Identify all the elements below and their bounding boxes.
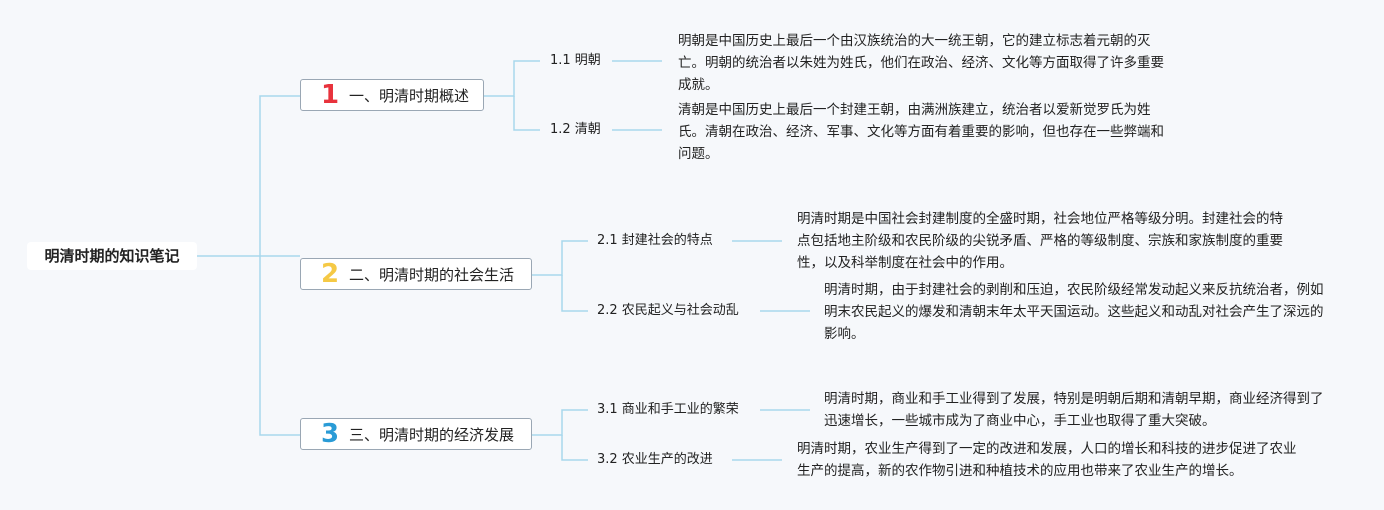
topic-2-1-desc: 明清时期是中国社会封建制度的全盛时期，社会地位严格等级分明。封建社会的特点包括地… [797, 211, 1283, 271]
branch-3-node[interactable]: 3 三、明清时期的经济发展 [300, 418, 532, 450]
topic-1-2-desc: 清朝是中国历史上最后一个封建王朝，由满洲族建立，统治者以爱新觉罗氏为姓氏。清朝在… [678, 102, 1164, 162]
link-b1-c2 [513, 96, 540, 131]
topic-1-1-desc: 明朝是中国历史上最后一个由汉族统治的大一统王朝，它的建立标志着元朝的灭亡。明朝的… [678, 33, 1164, 93]
topic-2-1[interactable]: 2.1 封建社会的特点 [597, 233, 713, 248]
link-b3-c1 [532, 409, 588, 436]
topic-1-1[interactable]: 1.1 明朝 [550, 53, 601, 68]
topic-3-1[interactable]: 3.1 商业和手工业的繁荣 [597, 402, 739, 417]
topic-3-2-desc: 明清时期，农业生产得到了一定的改进和发展，人口的增长和科技的进步促进了农业生产的… [797, 441, 1297, 479]
topic-3-1-desc: 明清时期，商业和手工业得到了发展，特别是明朝后期和清朝早期，商业经济得到了迅速增… [824, 391, 1324, 429]
topic-1-2[interactable]: 1.2 清朝 [550, 122, 601, 137]
link-b1-c1 [484, 60, 540, 97]
branch-3-label: 三、明清时期的经济发展 [349, 425, 515, 444]
root-topic[interactable]: 明清时期的知识笔记 [27, 242, 197, 270]
topic-2-2-desc: 明清时期，由于封建社会的剥削和压迫，农民阶级经常发动起义来反抗统治者，例如明末农… [824, 282, 1324, 342]
topic-3-2[interactable]: 3.2 农业生产的改进 [597, 452, 713, 467]
branch-1-label: 一、明清时期概述 [349, 86, 470, 105]
branch-2-node[interactable]: 2 二、明清时期的社会生活 [300, 258, 532, 290]
branch-1-node[interactable]: 1 一、明清时期概述 [300, 79, 484, 111]
link-root-branch-1 [197, 95, 300, 257]
link-root-branch-3 [259, 256, 300, 436]
link-b2-c2 [561, 275, 588, 312]
link-b3-c2 [561, 435, 588, 461]
number-1-icon: 1 [320, 80, 340, 110]
branch-2-label: 二、明清时期的社会生活 [349, 265, 515, 284]
topic-2-2[interactable]: 2.2 农民起义与社会动乱 [597, 303, 739, 318]
link-b2-c1 [532, 240, 588, 276]
number-2-icon: 2 [320, 259, 340, 289]
number-3-icon: 3 [320, 419, 340, 449]
